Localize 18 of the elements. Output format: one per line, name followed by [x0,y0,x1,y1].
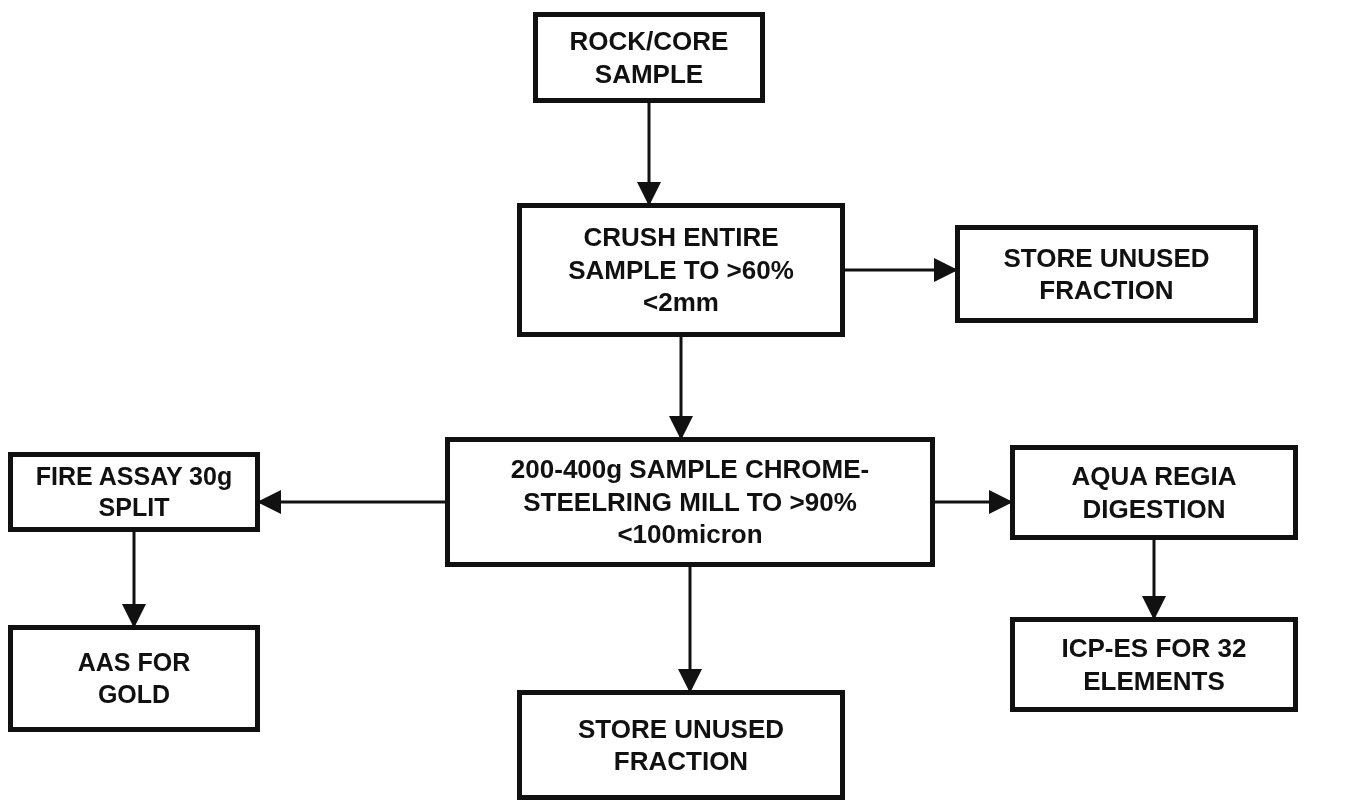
box-label: FIRE ASSAY 30g SPLIT [34,460,234,523]
box-label: AQUA REGIA DIGESTION [1070,460,1238,525]
process-box [533,12,765,103]
box-label: STORE UNUSED FRACTION [576,712,786,778]
box-label: AAS FOR GOLD [76,647,192,710]
process-box [517,203,845,337]
box-label: 200-400g SAMPLE CHROME-STEELRING MILL TO >90%<100micron [509,453,871,551]
process-box [445,437,935,567]
box-label: ROCK/CORE SAMPLE [568,25,730,90]
process-box [8,625,260,732]
box-label: STORE UNUSED FRACTION [1002,241,1211,307]
process-box [1010,617,1298,712]
box-label: ICP-ES FOR 32 ELEMENTS [1060,632,1248,697]
process-box [955,225,1258,323]
process-box [8,452,260,532]
process-box [1010,445,1298,540]
box-label: CRUSH ENTIRE SAMPLE TO >60% <2mm [567,221,795,319]
process-box [517,690,845,800]
